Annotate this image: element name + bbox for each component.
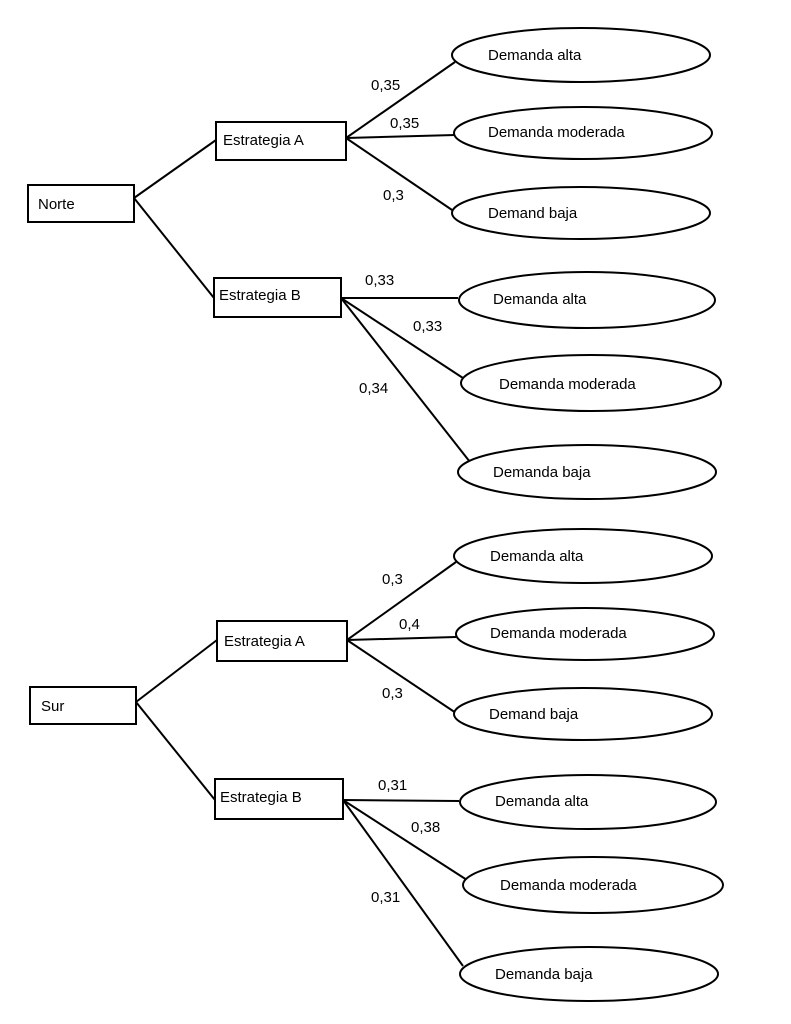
root-node-sur	[29, 686, 137, 725]
probability-label: 0,33	[365, 272, 394, 289]
outcome-node	[460, 354, 722, 412]
edge-norte-to-strategy-a	[133, 139, 217, 199]
edge-sur-b-to-moderada	[342, 799, 468, 881]
outcome-label: Demanda moderada	[500, 877, 637, 894]
probability-label: 0,35	[390, 115, 419, 132]
outcome-label: Demanda alta	[490, 548, 584, 565]
strategy-node-a	[216, 620, 348, 662]
outcome-label: Demand baja	[489, 706, 579, 723]
edge-norte-b-to-moderada	[340, 297, 467, 381]
outcome-node	[458, 271, 716, 329]
outcome-label: Demand baja	[488, 205, 578, 222]
probability-label: 0,3	[382, 571, 403, 588]
strategy-node-label: Estrategia B	[220, 789, 302, 806]
outcome-label: Demanda alta	[493, 291, 587, 308]
outcome-node	[459, 774, 717, 830]
strategy-node-b	[213, 277, 342, 318]
outcome-node	[457, 444, 717, 500]
outcome-node	[451, 186, 711, 240]
edge-sur-a-to-alta	[346, 561, 457, 641]
edge-sur-b-to-baja	[342, 799, 464, 967]
probability-label: 0,31	[378, 777, 407, 794]
strategy-node-b	[214, 778, 344, 820]
edge-sur-a-to-moderada	[346, 636, 457, 641]
edge-sur-a-to-baja	[346, 639, 457, 714]
outcome-label: Demanda baja	[493, 464, 591, 481]
strategy-node-label: Estrategia B	[219, 287, 301, 304]
probability-label: 0,31	[371, 889, 400, 906]
outcome-label: Demanda alta	[495, 793, 589, 810]
root-node-label: Sur	[41, 698, 64, 715]
outcome-node	[455, 607, 715, 661]
root-node-norte	[27, 184, 135, 223]
edge-norte-a-to-baja	[345, 137, 456, 213]
outcome-label: Demanda baja	[495, 966, 593, 983]
edge-norte-to-strategy-b	[133, 197, 215, 299]
outcome-node	[451, 27, 711, 83]
probability-label: 0,38	[411, 819, 440, 836]
outcome-label: Demanda moderada	[499, 376, 636, 393]
edge-sur-to-strategy-b	[135, 701, 216, 801]
root-node-label: Norte	[38, 196, 75, 213]
probability-label: 0,33	[413, 318, 442, 335]
outcome-node	[453, 687, 713, 741]
outcome-node	[462, 856, 724, 914]
probability-label: 0,35	[371, 77, 400, 94]
strategy-node-label: Estrategia A	[223, 132, 304, 149]
edge-norte-b-to-baja	[340, 297, 471, 463]
outcome-label: Demanda moderada	[490, 625, 627, 642]
edge-sur-b-to-alta	[342, 799, 460, 802]
probability-label: 0,4	[399, 616, 420, 633]
outcome-node	[459, 946, 719, 1002]
probability-label: 0,34	[359, 380, 388, 397]
edge-norte-a-to-alta	[345, 61, 456, 139]
outcome-node	[453, 106, 713, 160]
probability-label: 0,3	[383, 187, 404, 204]
outcome-label: Demanda alta	[488, 47, 582, 64]
edge-norte-a-to-moderada	[345, 134, 456, 139]
strategy-node-a	[215, 121, 347, 161]
outcome-label: Demanda moderada	[488, 124, 625, 141]
probability-label: 0,3	[382, 685, 403, 702]
edge-sur-to-strategy-a	[135, 639, 218, 703]
outcome-node	[453, 528, 713, 584]
strategy-node-label: Estrategia A	[224, 633, 305, 650]
